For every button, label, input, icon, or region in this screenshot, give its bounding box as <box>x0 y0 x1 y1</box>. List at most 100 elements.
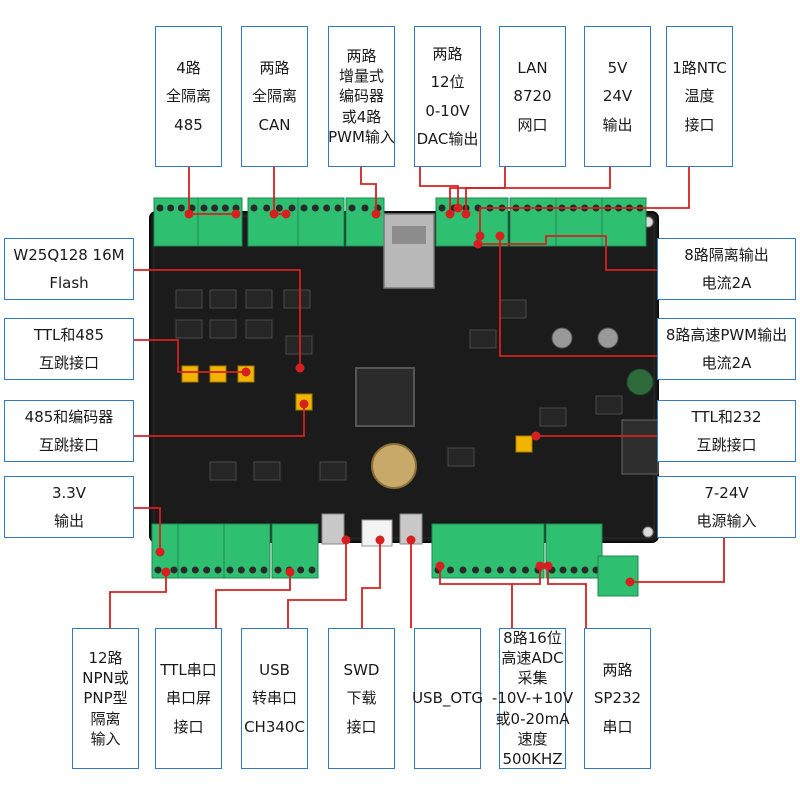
terminal-screw <box>559 566 567 574</box>
terminal-screw <box>570 566 578 574</box>
label-line: 0-10V <box>425 101 470 120</box>
label-line: 互跳接口 <box>38 354 99 372</box>
jumper-header <box>209 365 227 383</box>
terminal-screw <box>154 566 162 574</box>
label-line: PNP型 <box>83 689 128 708</box>
capacitor <box>597 327 619 349</box>
terminal-screw <box>334 204 342 212</box>
label-line: 高速ADC <box>501 648 564 667</box>
jumper-header <box>515 435 533 453</box>
terminal-screw <box>275 204 283 212</box>
jumper-header <box>181 365 199 383</box>
label-line: CH340C <box>244 717 305 736</box>
label-line: 两路 <box>259 58 290 77</box>
label-line: USB_OTG <box>412 689 483 708</box>
terminal-screw <box>348 204 356 212</box>
label-line: SP232 <box>593 689 642 708</box>
leader-line <box>465 167 611 214</box>
label-line: 1路NTC <box>672 58 727 77</box>
terminal-screw <box>300 204 308 212</box>
label-line: 接口 <box>173 717 204 736</box>
leader-dot <box>535 561 545 571</box>
label-line: LAN <box>517 58 548 77</box>
label-line: 隔离 <box>90 709 121 728</box>
terminal-screw <box>323 204 331 212</box>
label-line: -10V-+10V <box>491 689 574 708</box>
leader-line <box>419 167 459 208</box>
label-line: 485和编码器 <box>24 407 114 426</box>
terminal-screw <box>156 204 164 212</box>
label-line: 互跳接口 <box>38 436 99 454</box>
leader-line <box>360 167 377 214</box>
leader-dot <box>495 231 505 241</box>
ic-chip <box>175 289 203 309</box>
label-line: DAC输出 <box>416 130 479 148</box>
ic-chip <box>175 319 203 339</box>
terminal-screw <box>260 566 268 574</box>
ic-chip <box>539 407 567 427</box>
leader-line <box>361 540 381 628</box>
label-line: 增量式 <box>338 67 384 86</box>
power-input-terminal <box>597 555 639 597</box>
ic-chip <box>209 461 237 481</box>
label-line: USB <box>259 660 290 679</box>
label-line: 7-24V <box>704 483 749 502</box>
leader-dot <box>406 535 416 545</box>
ic-chip <box>283 289 311 309</box>
leader-line <box>512 566 541 585</box>
label-line: Flash <box>49 274 89 292</box>
label-line: CAN <box>258 115 291 134</box>
leader-dot <box>299 399 309 409</box>
terminal-screw <box>522 566 529 574</box>
terminal-screw <box>200 204 208 212</box>
terminal-screw <box>263 204 271 212</box>
terminal-screw <box>191 566 199 574</box>
leader-line <box>215 572 291 628</box>
terminal-screw <box>308 566 316 574</box>
label-line: 两路 <box>432 44 463 63</box>
leader-line <box>547 566 587 628</box>
ic-chip <box>209 289 237 309</box>
label-line: 两路 <box>602 660 633 679</box>
terminal-screw <box>232 204 240 212</box>
leader-dot <box>445 209 455 219</box>
leader-dot <box>453 203 463 213</box>
label-line: 全隔离 <box>251 87 297 106</box>
label-line: 485 <box>174 115 203 134</box>
leader-line <box>479 167 690 236</box>
leader-dot <box>295 363 305 373</box>
terminal-screw <box>214 566 222 574</box>
label-line: TTL和232 <box>691 407 762 426</box>
leader-line <box>134 507 161 552</box>
terminal-screw <box>581 566 589 574</box>
label-line: 速度 <box>517 729 548 748</box>
label-line: 输出 <box>602 115 633 134</box>
terminal-screw <box>180 566 188 574</box>
label-box-485-encoder-jumper: 485和编码器互跳接口 <box>4 400 134 462</box>
label-box-pwm-out: 8路高速PWM输出电流2A <box>657 318 796 380</box>
ic-chip <box>253 461 281 481</box>
capacitor <box>551 327 573 349</box>
leader-line <box>134 404 305 437</box>
ic-chip <box>285 335 313 355</box>
label-line: 5V <box>607 58 628 77</box>
terminal-screw <box>170 566 178 574</box>
terminal-screw <box>447 566 454 574</box>
mcu-chip <box>355 367 415 427</box>
label-box-can: 两路全隔离 CAN <box>241 26 308 167</box>
ic-chip <box>245 289 273 309</box>
leader-line <box>134 269 301 368</box>
label-line: 下载 <box>346 689 377 708</box>
